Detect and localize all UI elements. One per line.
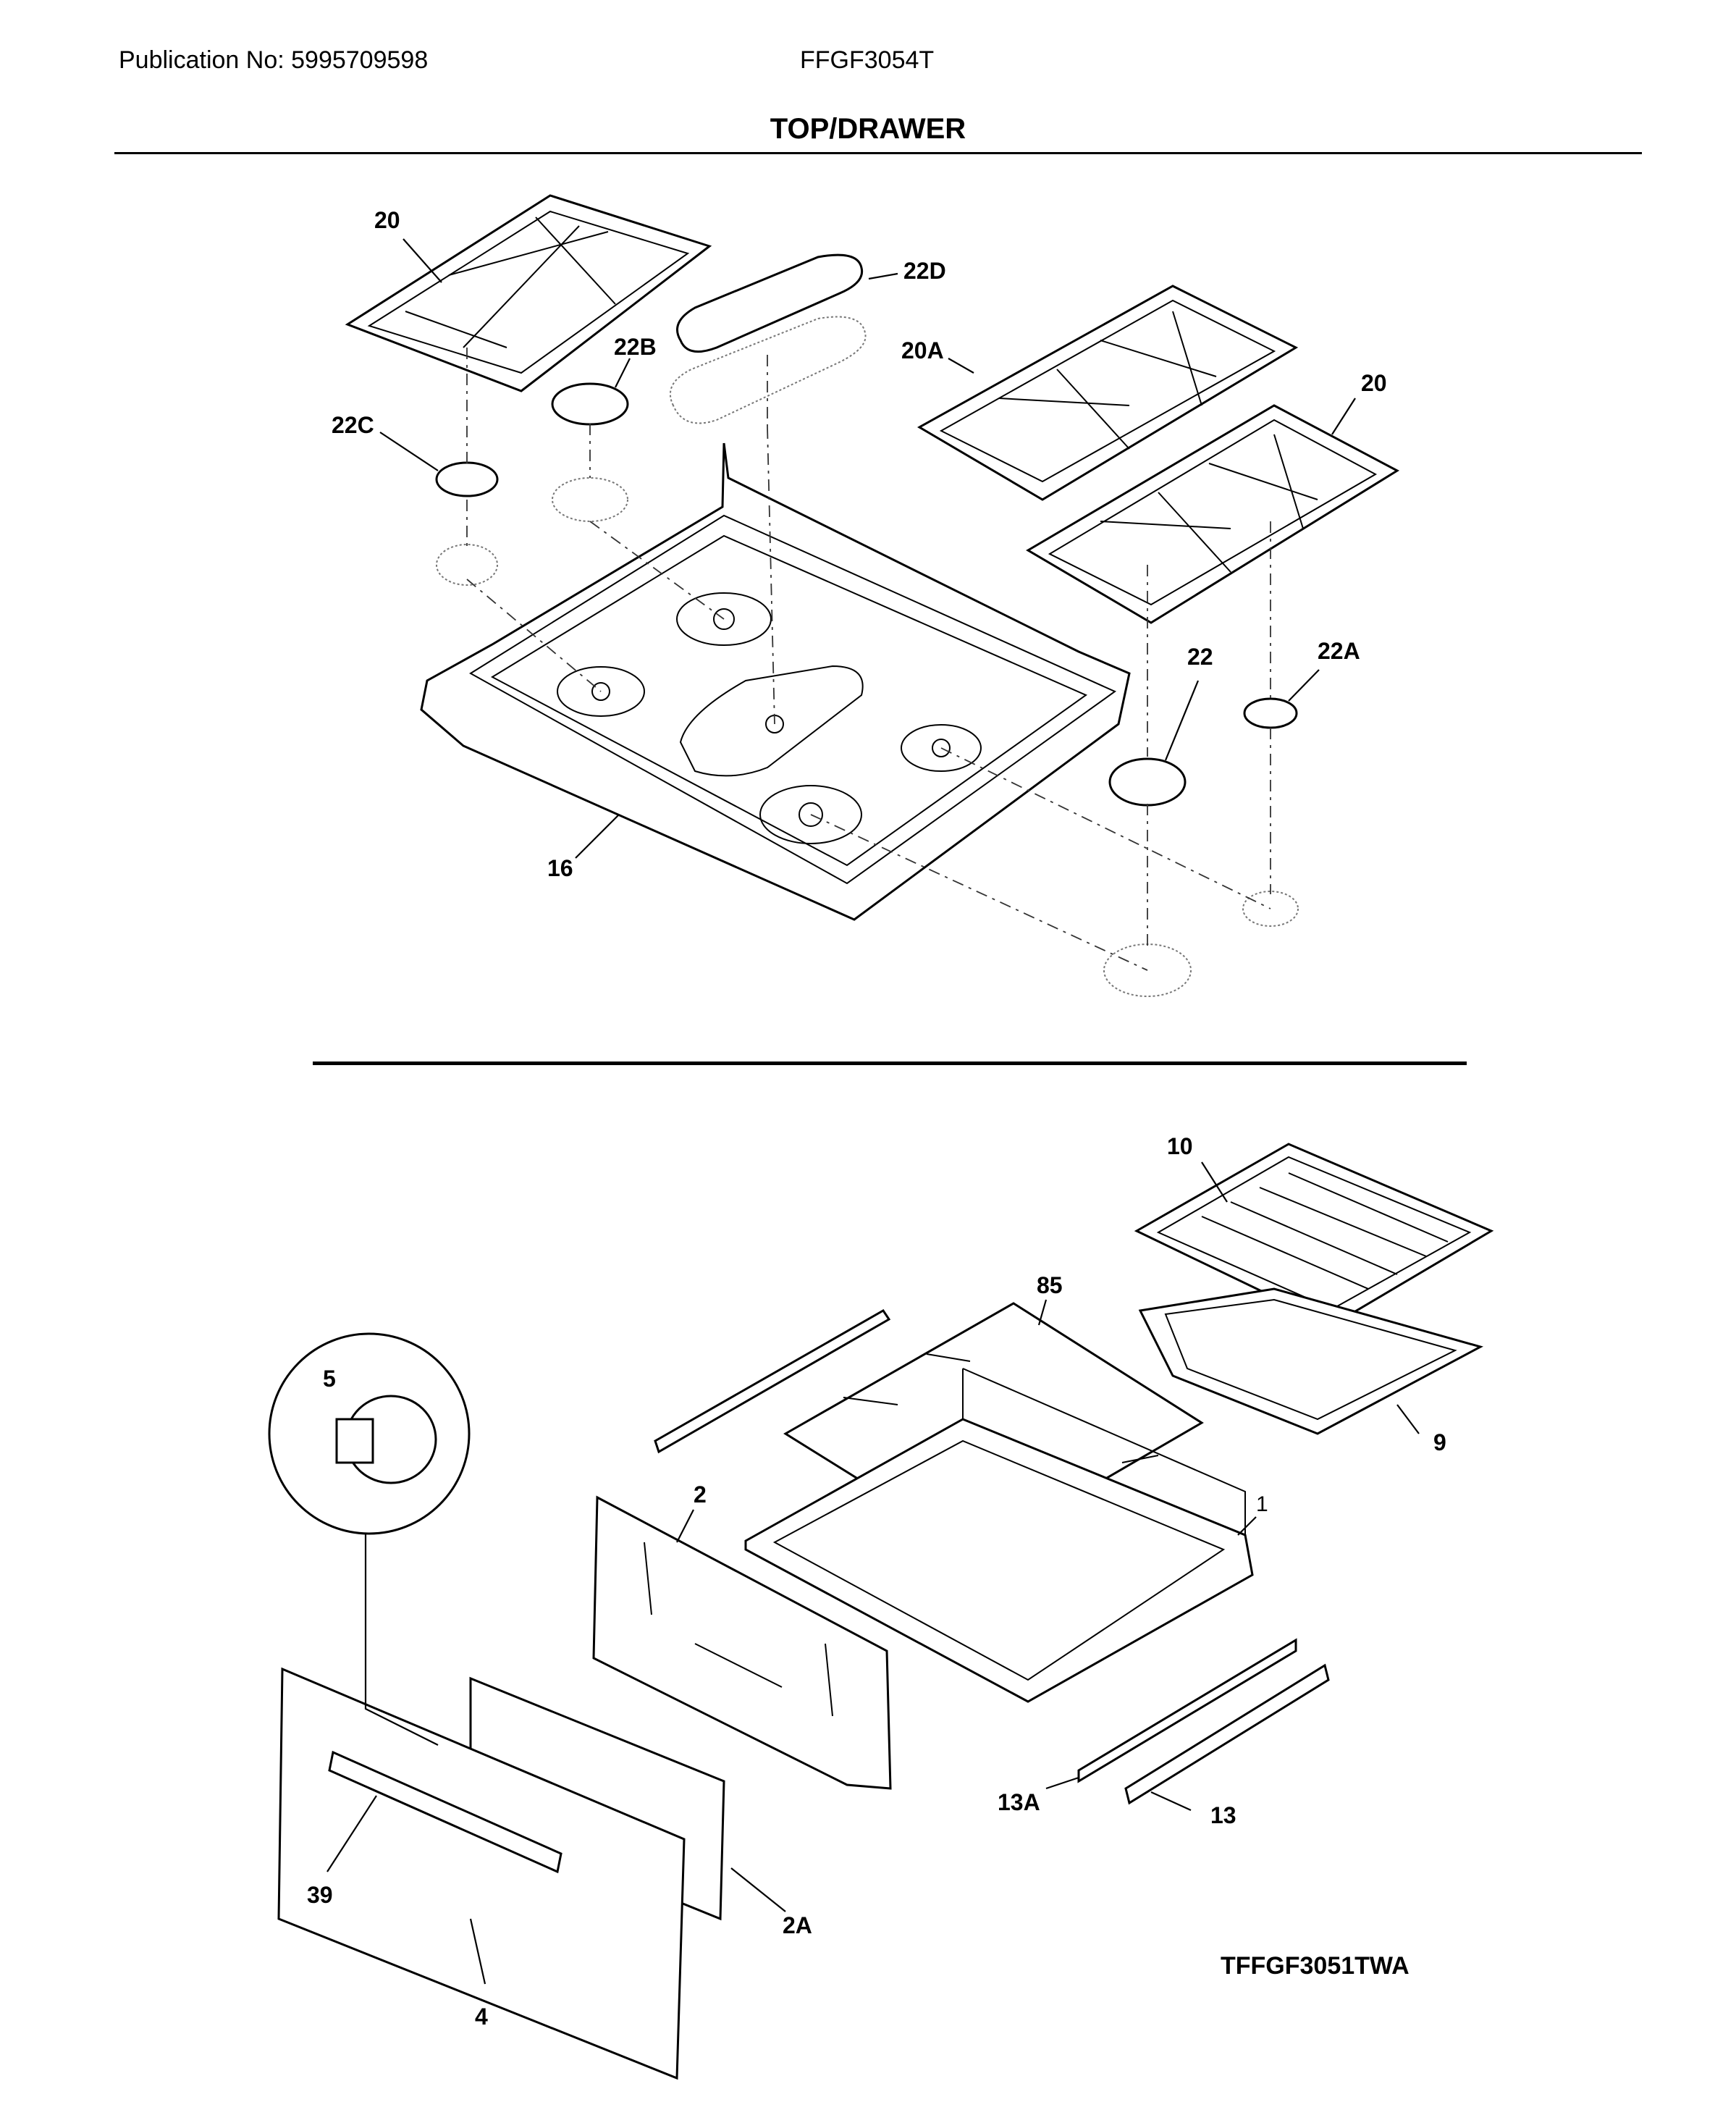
cap-c-part bbox=[435, 461, 499, 497]
label-broiler-pan: 9 bbox=[1433, 1429, 1446, 1455]
publication-number: Publication No: 5995709598 bbox=[119, 46, 429, 74]
slide-part bbox=[1124, 1663, 1330, 1805]
header-rule bbox=[114, 152, 1642, 154]
label-cap-b: 22B bbox=[614, 334, 657, 360]
leader-lines-top bbox=[379, 238, 1356, 859]
handle-part bbox=[328, 1750, 562, 1874]
label-drawer-front: 4 bbox=[475, 2004, 488, 2030]
burner-head-right-back bbox=[1242, 891, 1299, 927]
label-cap-c: 22C bbox=[332, 412, 374, 438]
cooktop-part bbox=[420, 442, 1131, 921]
cap-a-part bbox=[1243, 697, 1298, 729]
bumper-detail bbox=[268, 1332, 471, 1746]
label-grate-right: 20 bbox=[1361, 370, 1387, 396]
drawer-front-part bbox=[277, 1667, 686, 2080]
label-rack: 85 bbox=[1037, 1272, 1063, 1298]
broiler-grid-part bbox=[1134, 1143, 1494, 1327]
drawer-rail-upper bbox=[654, 1309, 891, 1454]
leader-lines-bottom bbox=[326, 1161, 1420, 1985]
cap-griddle-part bbox=[670, 253, 867, 424]
label-handle: 39 bbox=[307, 1882, 333, 1908]
section-divider bbox=[313, 1062, 1467, 1065]
broiler-pan-part bbox=[1138, 1287, 1484, 1435]
label-grate-left: 20 bbox=[374, 207, 400, 233]
label-broiler-grid: 10 bbox=[1167, 1133, 1193, 1159]
label-grate-center: 20A bbox=[901, 337, 944, 363]
label-bumper: 5 bbox=[323, 1366, 336, 1392]
model-number: FFGF3054T bbox=[800, 46, 935, 74]
label-cap-a: 22A bbox=[1318, 638, 1360, 664]
grate-right-part bbox=[1026, 404, 1400, 624]
grate-left-part bbox=[345, 194, 712, 392]
label-drawer-back: 2A bbox=[783, 1912, 812, 1938]
label-slide: 13 bbox=[1210, 1802, 1236, 1828]
drawer-front-panel-part bbox=[592, 1495, 892, 1790]
cap-b-part bbox=[551, 382, 629, 426]
label-cap-main: 22 bbox=[1187, 644, 1213, 670]
burner-head-left-back bbox=[552, 477, 628, 522]
grate-center-part bbox=[917, 285, 1299, 501]
label-cap-griddle: 22D bbox=[903, 258, 946, 284]
label-drawer-front-panel: 2 bbox=[694, 1481, 707, 1508]
label-drawer-body: 1 bbox=[1256, 1492, 1268, 1516]
drawer-body-part bbox=[744, 1368, 1254, 1703]
label-cooktop: 16 bbox=[547, 855, 573, 881]
burner-head-left-front bbox=[436, 544, 498, 586]
label-slide-a: 13A bbox=[998, 1789, 1040, 1815]
page-title: TOP/DRAWER bbox=[770, 113, 966, 145]
cap-main-part bbox=[1108, 757, 1187, 807]
alignment-lines-top bbox=[466, 348, 1271, 971]
figure-id: TFFGF3051TWA bbox=[1221, 1952, 1410, 1980]
